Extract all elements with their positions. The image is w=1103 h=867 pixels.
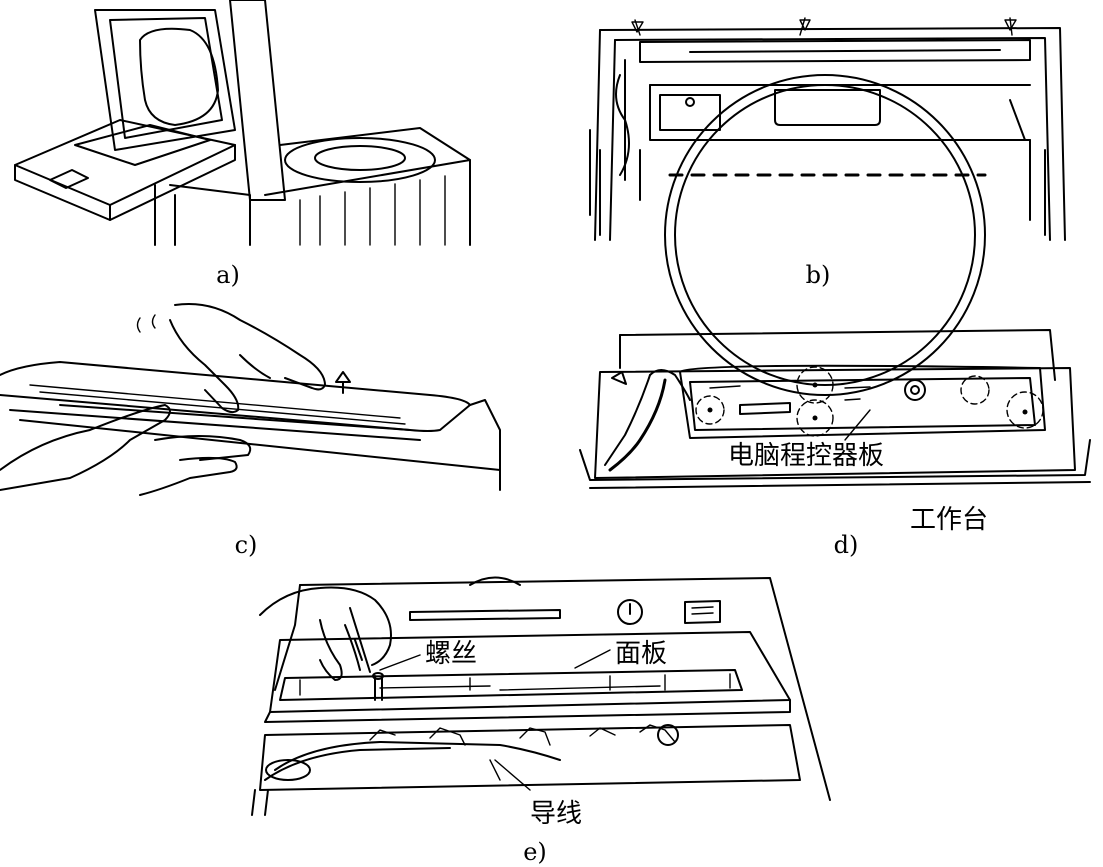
label-controller-board: 电脑程控器板 <box>728 441 884 471</box>
caption-e: e) <box>523 838 547 866</box>
label-screw: 螺丝 <box>425 639 477 669</box>
caption-a: a) <box>216 261 240 289</box>
panel-e-illustration <box>251 576 831 816</box>
caption-c: c) <box>235 531 258 559</box>
caption-d: d) <box>834 531 859 559</box>
label-wire: 导线 <box>530 799 582 829</box>
label-panel: 面板 <box>615 639 667 669</box>
panel-c-illustration <box>0 303 501 496</box>
panel-d-illustration <box>579 329 1091 489</box>
panel-a-illustration <box>14 0 471 246</box>
label-workbench: 工作台 <box>910 505 988 535</box>
caption-b: b) <box>806 261 831 289</box>
panel-b-illustration <box>589 17 1066 396</box>
